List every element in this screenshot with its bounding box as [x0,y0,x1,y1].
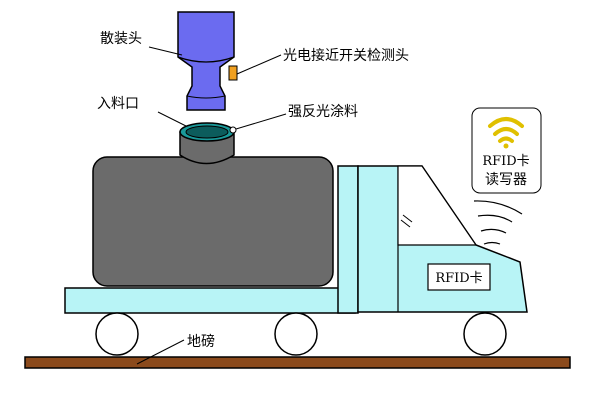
label-reflective-paint: 强反光涂料 [288,104,358,120]
radio-wave-icon [473,200,523,245]
ground-scale [24,356,571,369]
leader-scale [136,339,185,365]
reflective-paint-dot [229,126,237,134]
leader-reflective [235,113,287,130]
truck-chassis [64,287,356,314]
windshield [397,165,478,246]
label-inlet: 入料口 [97,96,139,112]
bulk-head-seam [177,56,235,63]
tank [92,156,334,287]
photoelectric-sensor [228,65,238,81]
rfid-card-label: RFID卡 [435,271,482,286]
rfid-reader [471,107,542,194]
rfid-card [427,263,491,291]
wifi-signal-icon [488,117,524,143]
truck-frame [337,165,359,314]
windshield-glare [400,219,411,228]
windshield-glare [402,214,413,223]
label-scale: 地磅 [187,333,215,350]
bulk-head [177,11,235,111]
wheel [463,312,507,356]
inlet-opening [185,125,229,139]
bulk-head-seam [186,95,226,99]
leader-sensor [236,54,282,75]
reader-label-line2: 读写器 [485,171,527,188]
label-sensor: 光电接近开关检测头 [283,47,409,64]
leader-bulk-head [148,46,183,56]
label-bulk-head: 散装头 [100,31,142,47]
wifi-dot [503,143,509,149]
wheel [274,312,318,356]
leader-inlet [157,111,187,127]
wheel [95,312,139,356]
reader-label-line1: RFID卡 [482,154,529,169]
